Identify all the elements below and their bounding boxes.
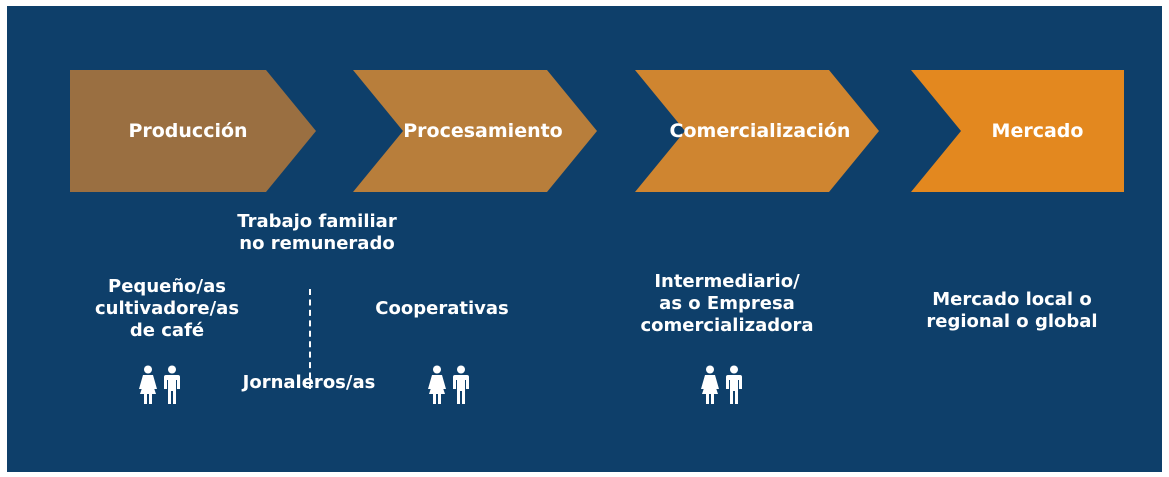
actor-mercado-local-line: Mercado local o xyxy=(932,289,1092,310)
woman-man-icon xyxy=(428,365,469,404)
actor-pequenos-line: de café xyxy=(129,320,205,341)
stage-label-comercializacion: Comercialización xyxy=(669,120,851,142)
actor-trabajo-familiar-line: Trabajo familiar xyxy=(237,211,397,232)
actor-intermediario-line: Intermediario/ xyxy=(654,271,800,292)
actor-trabajo-familiar-line: no remunerado xyxy=(239,233,395,254)
actor-intermediario-line: comercializadora xyxy=(640,315,814,336)
chevron-shape xyxy=(635,70,879,192)
actor-cooperativas: Cooperativas xyxy=(375,298,509,319)
actor-trabajo-familiar: Trabajo familiar no remunerado xyxy=(217,211,417,255)
actor-jornaleros: Jornaleros/as xyxy=(242,372,376,393)
stage-procesamiento: Procesamiento xyxy=(353,70,597,192)
dashed-divider xyxy=(309,289,311,389)
actor-intermediario: Intermediario/ as o Empresa comercializa… xyxy=(632,271,822,337)
woman-man-icon xyxy=(139,365,180,404)
actor-mercado-local-line: regional o global xyxy=(926,311,1098,332)
stage-label-procesamiento: Procesamiento xyxy=(403,120,563,142)
actor-intermediario-line: as o Empresa xyxy=(659,293,795,314)
stage-comercializacion: Comercialización xyxy=(635,70,879,192)
woman-man-icon xyxy=(701,365,742,404)
chevron-shape xyxy=(70,70,316,192)
stage-produccion: Producción xyxy=(70,70,316,192)
actor-pequenos-line: cultivadore/as xyxy=(94,298,240,319)
stage-label-mercado: Mercado xyxy=(991,120,1084,142)
actor-pequenos-line: Pequeño/as xyxy=(108,276,226,297)
actor-pequenos-cultivadores: Pequeño/as cultivadore/as de café xyxy=(87,276,247,342)
chevron-shape xyxy=(911,70,1124,192)
actor-mercado-local: Mercado local o regional o global xyxy=(912,289,1112,333)
chevron-shape xyxy=(353,70,597,192)
stage-label-produccion: Producción xyxy=(128,120,248,142)
value-chain-diagram: Producción Procesamiento Comercializació… xyxy=(7,6,1162,472)
stage-mercado: Mercado xyxy=(911,70,1124,192)
